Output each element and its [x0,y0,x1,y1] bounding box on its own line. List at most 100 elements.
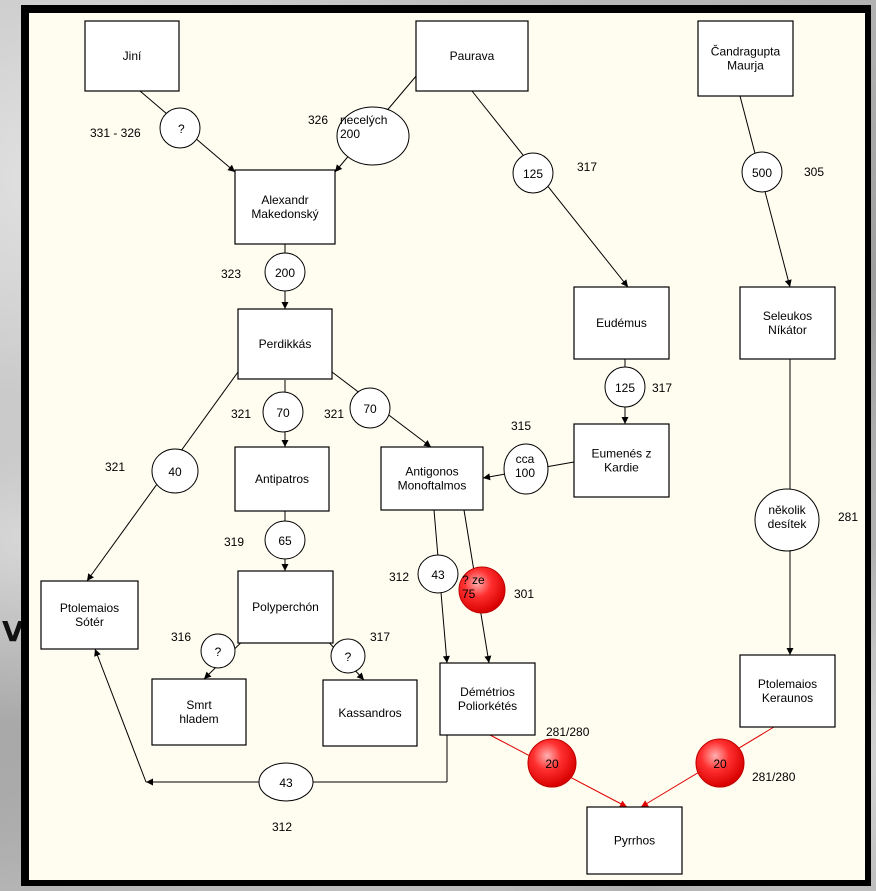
connector-line [94,648,147,783]
node-label: Eudémus [596,316,647,330]
count-label: 65 [278,534,292,548]
node-jini: Jiní [84,20,180,92]
count-label: 20 [713,757,727,771]
arrow-head [484,655,492,663]
arrow-head [281,440,289,447]
elephant-count-alexandr-perdikkas: 200 [264,252,306,292]
node-label: Jiní [123,49,142,63]
arrow-head [621,417,629,424]
elephant-count-antipatros-polyperchon: 65 [264,520,306,560]
elephant-count-polyperchon-smrt: ? [200,633,236,669]
count-label: ? [178,122,185,136]
arrow-head [94,649,101,657]
count-label: 70 [276,406,290,420]
year-label: 315 [511,419,531,433]
node-label: Kassandros [338,706,401,720]
year-label: 319 [224,535,244,549]
elephant-count-eudemus-eumenes: 125 [604,366,646,408]
node-paurava: Paurava [415,20,529,92]
arrow-head [423,439,431,447]
connector-line [471,90,629,288]
elephant-count-keraunos-pyrrhos: 20 [695,738,745,788]
elephant-count-antigonos-demetrios-a: 43 [417,554,459,594]
arrow-head [281,302,289,309]
count-label: 40 [168,465,182,479]
node-label: Perdikkás [259,337,312,351]
arrow-head [442,655,450,663]
node-label: Antipatros [255,472,309,486]
count-label: 43 [279,776,293,790]
count-label: ? [215,645,222,659]
arrow-head [227,164,235,172]
year-label: 312 [272,820,292,834]
year-label: 317 [577,160,597,174]
count-label: 500 [752,166,772,180]
node-label: Pyrrhos [614,834,655,848]
arrow-head [281,564,289,571]
elephant-count-demetrios-pyrrhos: 20 [527,738,577,788]
arrow-head [786,648,794,655]
elephant-count-polyperchon-kassandros: ? [330,638,366,674]
year-label: 281 [838,510,858,524]
elephant-count-perdikkas-antipatros: 70 [262,391,304,433]
node-eudemus: Eudémus [573,286,670,360]
year-label: 317 [652,381,672,395]
year-label: 323 [221,267,241,281]
year-label: 312 [389,570,409,584]
year-label: 305 [804,165,824,179]
node-pyrrhos: Pyrrhos [586,806,683,875]
arrow-head [87,573,94,581]
elephant-count-paurava-eudemus: 125 [512,152,554,194]
arrow-head [483,473,491,481]
count-label: 20 [545,757,559,771]
elephant-count-jini-alexandr: ? [159,107,201,149]
count-label: 125 [615,381,635,395]
arrow-head [335,164,343,172]
year-label: 321 [324,407,344,421]
arrow-head [641,800,649,807]
node-label: Paurava [450,49,495,63]
count-label: 200 [275,266,295,280]
year-label: 326 [308,113,328,127]
year-label: 281/280 [546,725,590,739]
count-label: 70 [363,402,377,416]
elephant-count-demetrios-ptolemaios: 43 [258,762,314,802]
node-antipatros: Antipatros [234,446,330,512]
count-label: ? [345,650,352,664]
elephant-count-perdikkas-ptolemaios: 40 [151,448,199,494]
background-letter: V [2,615,24,648]
node-perdikkas: Perdikkás [237,308,333,380]
year-label: 321 [105,460,125,474]
elephant-count-candragupta-seleukos: 500 [741,151,783,193]
year-label: 331 - 326 [90,126,141,140]
node-label: Polyperchón [252,600,319,614]
count-label: 125 [523,167,543,181]
year-label: 317 [370,630,390,644]
arrow-head [204,671,212,679]
node-polyperchon: Polyperchón [237,570,334,644]
node-kassandros: Kassandros [322,679,418,747]
count-label: 43 [431,568,445,582]
